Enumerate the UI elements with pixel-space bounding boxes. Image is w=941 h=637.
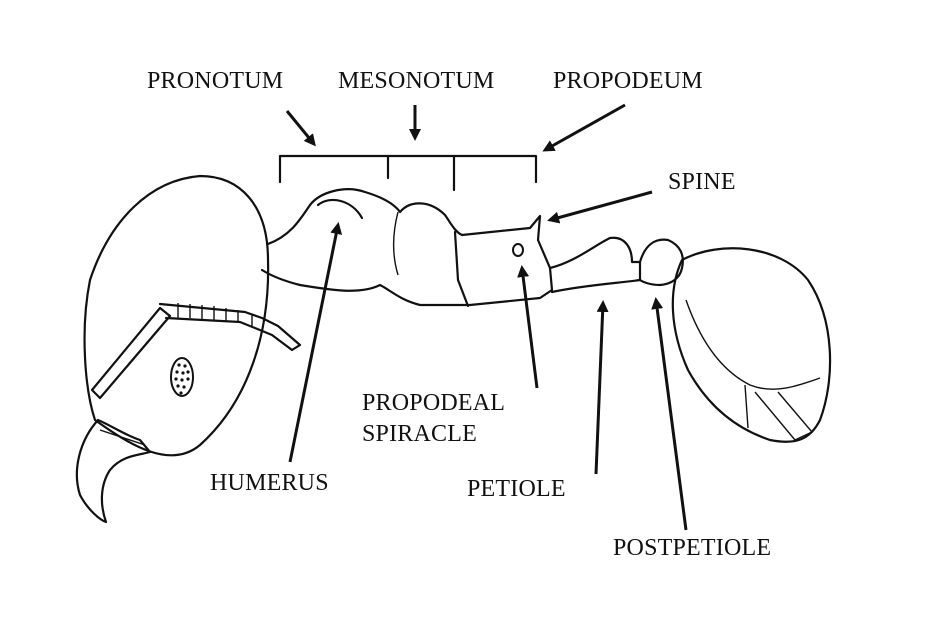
arrow-pronotum xyxy=(285,110,316,147)
mesosoma xyxy=(260,188,554,308)
head xyxy=(75,174,302,524)
label-postpetiole: POSTPETIOLE xyxy=(613,535,772,561)
label-mesonotum: MESONOTUM xyxy=(338,68,495,94)
pointer-arrows xyxy=(285,103,688,531)
label-pronotum: PRONOTUM xyxy=(147,68,284,94)
arrow-postpetiole xyxy=(651,297,688,531)
mandible xyxy=(75,418,152,524)
label-spine: SPINE xyxy=(668,169,736,195)
label-humerus: HUMERUS xyxy=(210,470,329,496)
label-petiole: PETIOLE xyxy=(467,476,566,502)
arrow-petiole xyxy=(594,300,609,475)
propodeal-spiracle xyxy=(512,243,524,257)
petiole xyxy=(548,236,642,294)
gaster xyxy=(671,247,832,443)
label-propodeal: PROPODEAL xyxy=(362,390,506,416)
arrow-spine xyxy=(547,190,653,224)
antennal-funiculus xyxy=(158,302,302,352)
eye-facets xyxy=(174,363,190,395)
label-propodeum: PROPODEUM xyxy=(553,68,703,94)
label-spiracle: SPIRACLE xyxy=(362,421,477,447)
postpetiole xyxy=(638,238,684,287)
segment-bracket xyxy=(278,154,538,192)
arrow-propodeal-spiracle xyxy=(517,265,539,389)
arrow-humerus xyxy=(288,222,343,463)
antennal-scape xyxy=(90,306,172,400)
compound-eye xyxy=(170,357,194,397)
arrow-propodeum xyxy=(542,103,626,152)
